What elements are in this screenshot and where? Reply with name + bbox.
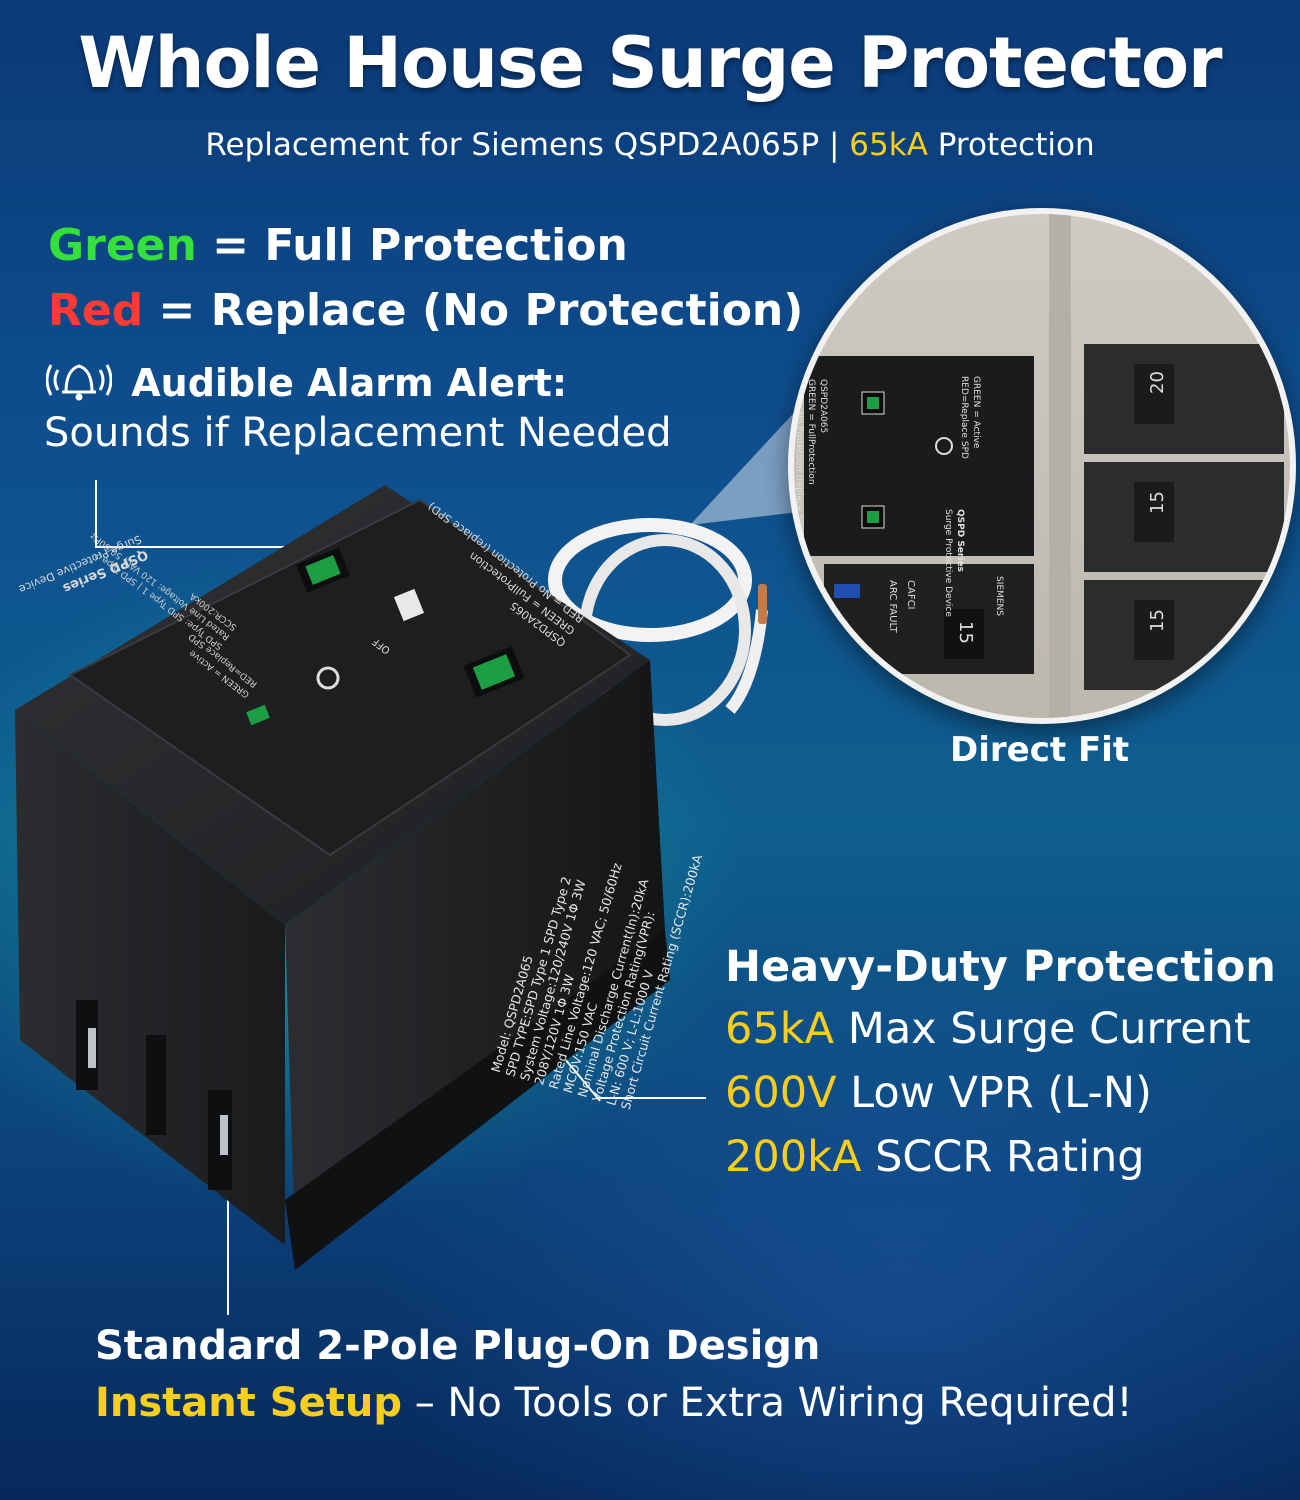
alarm-title: Audible Alarm Alert: xyxy=(131,361,568,405)
surge-protector-device xyxy=(15,485,768,1270)
legend-red: Red = Replace (No Protection) xyxy=(48,285,803,336)
alarm-description: Sounds if Replacement Needed xyxy=(44,410,672,456)
callout-line-alarm-v xyxy=(95,480,97,548)
inset-breaker-brand: SIEMENS xyxy=(994,576,1004,616)
footer-highlight: Instant Setup xyxy=(95,1380,402,1426)
heavy-duty-value-2: 600V xyxy=(725,1068,837,1118)
subtitle-highlight: 65kA xyxy=(849,127,928,163)
legend-green-word: Green xyxy=(48,220,197,271)
inset-breaker-15b: 15 xyxy=(1146,609,1168,632)
legend-red-text: = Replace (No Protection) xyxy=(158,285,804,336)
inset-panel-green: GREEN = Active xyxy=(971,376,981,449)
heavy-duty-title: Heavy-Duty Protection xyxy=(725,942,1276,992)
inset-breaker-note: CAFCI xyxy=(905,580,916,610)
inset-panel-legend: GREEN = FullProtection xyxy=(806,379,816,485)
heavy-duty-line-2: 600V Low VPR (L-N) xyxy=(725,1068,1152,1118)
inset-series-group: QSPD Series Surge Protective Device xyxy=(942,509,966,617)
subtitle-post: Protection xyxy=(937,127,1095,163)
inset-panel-sub: Surge Protective Device xyxy=(943,509,953,617)
callout-line-pole-v xyxy=(227,1195,229,1315)
heavy-duty-value-3: 200kA xyxy=(725,1132,862,1182)
subtitle-text: Replacement for Siemens QSPD2A065P | xyxy=(205,127,840,163)
heavy-duty-text-1: Max Surge Current xyxy=(847,1004,1251,1054)
footer-subline: Instant Setup – No Tools or Extra Wiring… xyxy=(95,1380,1133,1426)
inset-panel-photo: GREEN = Active RED=Replace SPD QSPD Seri… xyxy=(788,208,1296,724)
legend-green: Green = Full Protection xyxy=(48,220,628,271)
alarm-title-row: Audible Alarm Alert: xyxy=(45,356,568,411)
inset-breaker-type: ARC FAULT xyxy=(887,580,898,633)
page-title: Whole House Surge Protector xyxy=(78,22,1222,104)
legend-red-word: Red xyxy=(48,285,144,336)
inset-panel-model: QSPD2A065 xyxy=(818,379,828,434)
inset-legend-group: QSPD2A065 GREEN = FullProtection RED = N… xyxy=(794,379,829,536)
footer-title: Standard 2-Pole Plug-On Design xyxy=(95,1323,821,1369)
inset-label-group: GREEN = Active RED=Replace SPD xyxy=(958,376,982,459)
callout-line-alarm-h xyxy=(95,546,305,548)
heavy-duty-text-3: SCCR Rating xyxy=(875,1132,1145,1182)
callout-line-specs-h xyxy=(598,1097,706,1099)
heavy-duty-text-2: Low VPR (L-N) xyxy=(850,1068,1152,1118)
page-subtitle: Replacement for Siemens QSPD2A065P | 65k… xyxy=(0,127,1300,163)
bell-icon xyxy=(45,356,113,411)
legend-green-text: = Full Protection xyxy=(212,220,628,271)
footer-rest: – No Tools or Extra Wiring Required! xyxy=(401,1380,1133,1426)
inset-breaker-15a: 15 xyxy=(1146,491,1168,514)
heavy-duty-line-1: 65kA Max Surge Current xyxy=(725,1004,1251,1054)
heavy-duty-value-1: 65kA xyxy=(725,1004,835,1054)
inset-panel-legend-2: RED = No Protection (replace SPD) xyxy=(794,379,804,536)
inset-panel-red: RED=Replace SPD xyxy=(959,376,969,459)
inset-panel-series: QSPD Series xyxy=(955,509,965,572)
inset-connector xyxy=(690,390,815,525)
inset-caption: Direct Fit xyxy=(950,730,1130,770)
heavy-duty-line-3: 200kA SCCR Rating xyxy=(725,1132,1145,1182)
panel-illustration xyxy=(804,214,1284,718)
inset-breaker-20: 20 xyxy=(1146,371,1168,394)
inset-breaker-15c: 15 xyxy=(954,621,976,644)
